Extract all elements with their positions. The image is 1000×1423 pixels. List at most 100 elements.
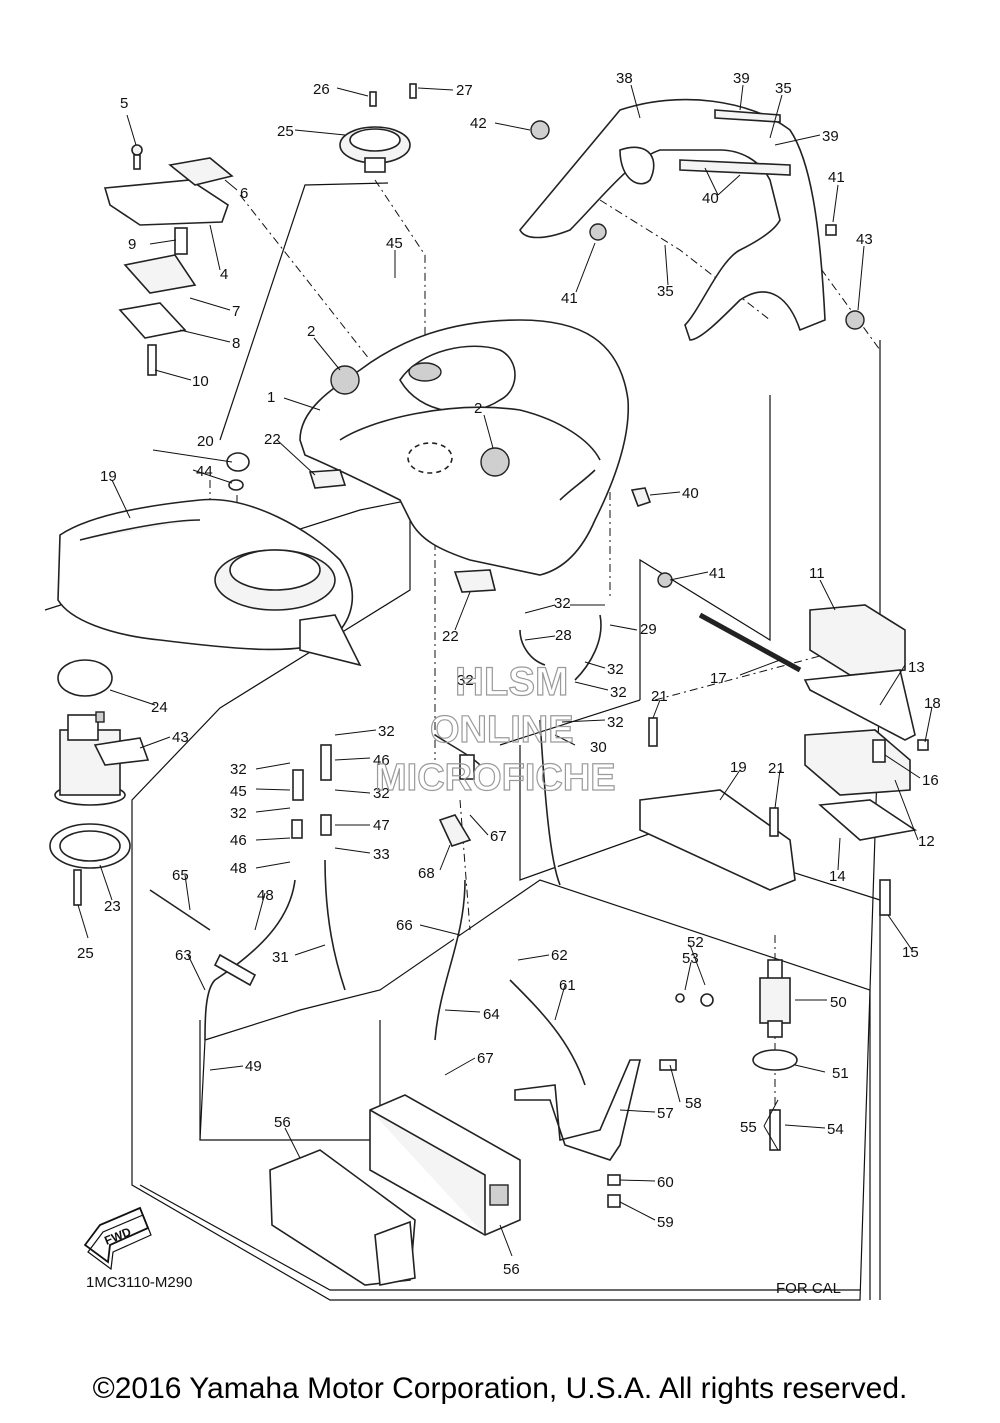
callout-68: 68 — [418, 865, 435, 882]
front-bracket — [103, 157, 234, 339]
callout-67: 67 — [490, 828, 507, 845]
callout-31: 32 — [610, 684, 627, 701]
callout-56: 56 — [274, 1114, 291, 1131]
callout-42: 43 — [172, 729, 189, 746]
callout-22b: 22 — [442, 628, 459, 645]
callout-34: 35 — [657, 283, 674, 300]
callout-40: 41 — [828, 169, 845, 186]
pump-gasket-inner — [59, 830, 121, 862]
callout-41: 42 — [470, 115, 487, 132]
callout-18: 19 — [730, 759, 747, 776]
callout-61: 61 — [559, 977, 576, 994]
diagram-code: 1MC3110-M290 — [86, 1274, 192, 1291]
callout-63: 63 — [175, 947, 192, 964]
callout-38: 40 — [682, 485, 699, 502]
callout-32i: 33 — [373, 846, 390, 863]
tail-cover — [519, 98, 826, 341]
copyright-notice: ©2016 Yamaha Motor Corporation, U.S.A. A… — [92, 1372, 908, 1405]
callout-14: 15 — [902, 944, 919, 961]
callout-2b: 2 — [474, 400, 482, 417]
callout-39: 41 — [561, 290, 578, 307]
fuel-filter — [752, 959, 798, 1071]
callout-30b: 31 — [272, 949, 289, 966]
callout-29: 28 — [555, 627, 572, 644]
callout-22: 22 — [264, 431, 281, 448]
callout-41b: 43 — [856, 231, 873, 248]
callout-32e: 32 — [378, 723, 395, 740]
callout-21: 21 — [651, 688, 668, 705]
callout-19: 19 — [100, 468, 117, 485]
callout-17: 18 — [924, 695, 941, 712]
callout-7: 8 — [232, 335, 240, 352]
callout-23: 23 — [104, 898, 121, 915]
callout-20: 20 — [197, 433, 214, 450]
callout-8: 9 — [128, 236, 136, 253]
callout-16: 17 — [710, 670, 727, 687]
watermark: HLSM ONLINE MICROFICHE — [374, 659, 616, 799]
callout-9: 10 — [192, 373, 209, 390]
callout-51: 52 — [687, 934, 704, 951]
rear-bracket — [803, 604, 918, 841]
fuel-cap — [339, 126, 411, 173]
callout-67b: 67 — [477, 1050, 494, 1067]
for-cal-label: FOR CAL — [776, 1280, 841, 1297]
callout-46b: 47 — [373, 817, 390, 834]
callout-32a: 32 — [554, 595, 571, 612]
callout-26: 25 — [277, 123, 294, 140]
fuel-tank-cover — [299, 319, 630, 576]
long-bolt — [698, 612, 802, 673]
callout-53: 54 — [827, 1121, 844, 1138]
watermark-line-2: ONLINE — [430, 709, 574, 751]
canister-cover — [269, 1149, 416, 1286]
callout-66: 66 — [396, 917, 413, 934]
callout-60: 60 — [657, 1174, 674, 1191]
callout-55: 56 — [503, 1261, 520, 1278]
callout-35: 38 — [616, 70, 633, 87]
seat-lock-bracket — [639, 789, 796, 891]
callout-3: 4 — [220, 266, 228, 283]
callout-47: 48 — [257, 887, 274, 904]
fwd-arrow-icon: FWD — [83, 1206, 152, 1271]
callout-39b: 41 — [709, 565, 726, 582]
callout-32f: 32 — [230, 761, 247, 778]
callout-21b: 21 — [768, 760, 785, 777]
pump-o-ring — [57, 659, 113, 697]
fasteners — [73, 83, 929, 1208]
callout-48: 48 — [230, 860, 247, 877]
callout-6: 7 — [232, 303, 240, 320]
callout-1: 1 — [267, 389, 275, 406]
callout-32b: 32 — [607, 661, 624, 678]
callout-62: 62 — [551, 947, 568, 964]
callout-65: 65 — [172, 867, 189, 884]
callout-29b: 29 — [640, 621, 657, 638]
canister — [369, 1094, 521, 1236]
callout-45b: 46 — [373, 752, 390, 769]
callout-45: 45 — [230, 783, 247, 800]
leader-lines — [77, 84, 933, 1257]
callout-28: 27 — [456, 82, 473, 99]
callout-46: 46 — [230, 832, 247, 849]
callout-58: 58 — [685, 1095, 702, 1112]
callout-48b: 49 — [245, 1058, 262, 1075]
callout-36: 39 — [733, 70, 750, 87]
callout-33: 35 — [775, 80, 792, 97]
callout-32d: 32 — [607, 714, 624, 731]
callout-43: 44 — [196, 463, 213, 480]
callout-11: 12 — [918, 833, 935, 850]
callout-54: 55 — [740, 1119, 757, 1136]
callout-59: 59 — [657, 1214, 674, 1231]
callout-57: 57 — [657, 1105, 674, 1122]
callout-52: 53 — [682, 950, 699, 967]
callout-25: 25 — [77, 945, 94, 962]
watermark-line-3: MICROFICHE — [375, 757, 616, 799]
callout-2: 2 — [307, 323, 315, 340]
canister-bracket — [514, 1059, 642, 1161]
callout-64: 64 — [483, 1006, 500, 1023]
fuel-tank — [57, 498, 362, 667]
callout-37: 40 — [702, 190, 719, 207]
callout-24: 24 — [151, 699, 168, 716]
callout-4: 5 — [120, 95, 128, 112]
callout-27: 26 — [313, 81, 330, 98]
callout-32c: 32 — [457, 672, 474, 689]
callout-32h: 32 — [373, 785, 390, 802]
